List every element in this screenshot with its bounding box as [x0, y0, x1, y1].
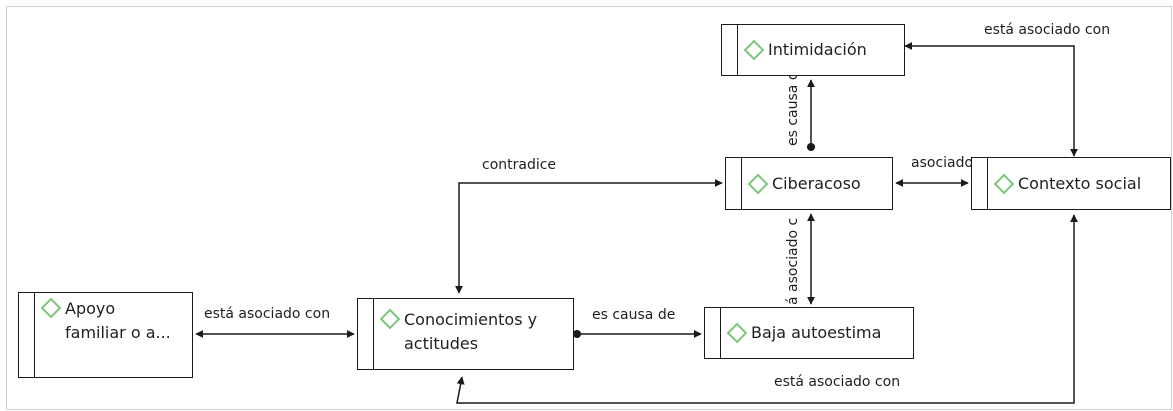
node-bar: [373, 299, 374, 369]
node-contexto-social[interactable]: Contexto social: [971, 157, 1171, 210]
diamond-icon: [726, 322, 748, 344]
edge-label-contradice: contradice: [482, 157, 557, 173]
node-conocimientos[interactable]: Conocimientos y actitudes: [357, 298, 574, 370]
edge-label-intimidacion-contexto: está asociado con: [984, 22, 1111, 38]
diamond-icon: [40, 297, 62, 319]
node-label: Intimidación: [768, 40, 867, 59]
diamond-icon: [993, 173, 1015, 194]
diamond-icon: [379, 308, 401, 330]
node-intimidacion[interactable]: Intimidación: [721, 24, 905, 76]
node-bar: [987, 158, 988, 209]
diamond-icon: [747, 173, 769, 194]
node-ciberacoso[interactable]: Ciberacoso: [725, 157, 893, 210]
node-label: Apoyo familiar o a...: [65, 299, 171, 342]
edge-conocimientos-contexto[interactable]: [456, 214, 1078, 404]
node-label: Ciberacoso: [772, 173, 861, 193]
edge-label-conocimientos-contexto: está asociado con: [774, 374, 901, 390]
edge-label-apoyo-conocimientos: está asociado con: [204, 306, 331, 322]
diamond-icon: [743, 39, 765, 61]
node-baja-autoestima[interactable]: Baja autoestima: [704, 307, 914, 359]
node-bar: [741, 158, 742, 209]
node-bar: [34, 293, 35, 377]
node-apoyo[interactable]: Apoyo familiar o a...: [18, 292, 193, 378]
node-label: Contexto social: [1018, 173, 1142, 193]
node-bar: [737, 25, 738, 75]
edge-label-ciberacoso-baja: á asociado c: [785, 217, 801, 305]
edge-label-ciberacoso-contexto: asociado: [911, 155, 974, 171]
edge-intimidacion-contexto[interactable]: [904, 42, 1078, 157]
node-label: Baja autoestima: [751, 323, 882, 342]
edge-contradice[interactable]: [455, 179, 723, 294]
node-label: Conocimientos y actitudes: [404, 310, 538, 353]
edge-label-conocimientos-baja: es causa de: [592, 307, 676, 323]
node-bar: [720, 308, 721, 358]
